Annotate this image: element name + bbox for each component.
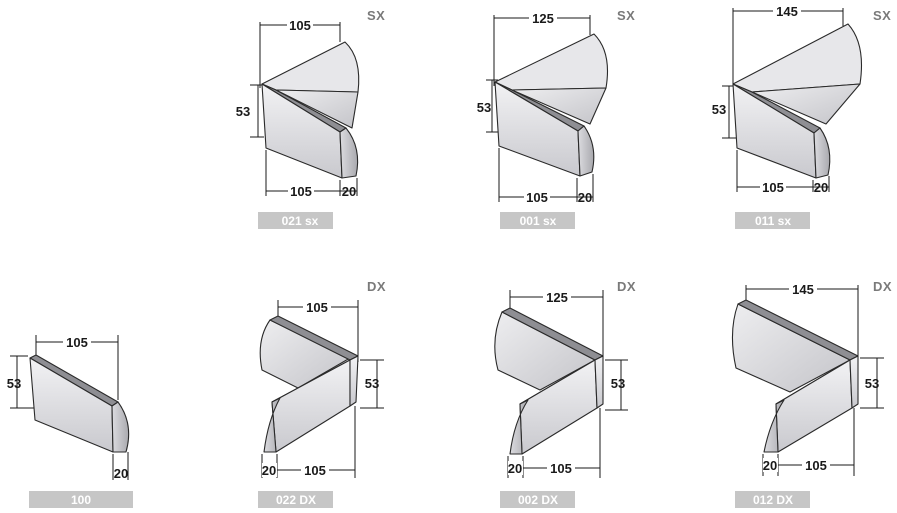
bottom-dimension: 105 — [304, 463, 326, 478]
height-dimension: 53 — [7, 376, 21, 391]
code-label-box — [500, 491, 575, 508]
code-label: 021 sx — [282, 214, 319, 228]
side-label: DX — [367, 279, 386, 294]
bottom-dimension: 105 — [762, 180, 784, 195]
side-label: DX — [873, 279, 892, 294]
bottom-dimension: 105 — [290, 184, 312, 199]
piece-011-sx: SX 145 53 105 20 011 sx — [712, 4, 891, 229]
l-block-shape — [732, 23, 863, 179]
top-dimension: 145 — [776, 4, 798, 19]
top-dimension: 125 — [546, 290, 568, 305]
top-dimension: 125 — [532, 11, 554, 26]
code-label: 012 DX — [753, 493, 793, 507]
side-label: SX — [873, 8, 891, 23]
top-dimension: 105 — [289, 18, 311, 33]
code-label-box — [29, 491, 133, 508]
height-dimension: 53 — [611, 376, 625, 391]
thickness-dimension: 20 — [508, 461, 522, 476]
height-dimension: 53 — [865, 376, 879, 391]
top-dimension: 145 — [792, 282, 814, 297]
height-dimension: 53 — [236, 104, 250, 119]
bottom-dimension: 105 — [550, 461, 572, 476]
top-dimension: 105 — [306, 300, 328, 315]
piece-022-dx: DX 105 53 105 20 022 DX — [258, 279, 386, 508]
straight-block-shape — [29, 354, 130, 453]
code-label-box — [500, 212, 575, 229]
l-block-shape — [731, 299, 859, 453]
height-dimension: 53 — [477, 100, 491, 115]
code-label-box — [258, 212, 333, 229]
code-label: 011 sx — [755, 214, 791, 228]
code-label-box — [735, 491, 810, 508]
l-block-shape — [494, 33, 609, 177]
piece-002-dx: DX 125 53 105 20 002 DX — [494, 279, 636, 508]
code-label-box — [258, 491, 333, 508]
bottom-dimension: 105 — [805, 458, 827, 473]
code-label: 022 DX — [276, 493, 316, 507]
side-label: DX — [617, 279, 636, 294]
thickness-dimension: 20 — [763, 458, 777, 473]
thickness-dimension: 20 — [262, 463, 276, 478]
side-label: SX — [617, 8, 635, 23]
thickness-dimension: 20 — [342, 184, 356, 199]
thickness-dimension: 20 — [114, 466, 128, 481]
bottom-dimension: 105 — [526, 190, 548, 205]
piece-012-dx: DX 145 53 105 20 012 DX — [731, 279, 892, 508]
side-label: SX — [367, 8, 385, 23]
code-label: 002 DX — [518, 493, 558, 507]
thickness-dimension: 20 — [578, 190, 592, 205]
piece-021-sx: SX 105 53 105 20 021 sx — [236, 8, 385, 229]
code-label-box — [735, 212, 810, 229]
piece-100: 105 53 20 100 — [7, 335, 133, 508]
thickness-dimension: 20 — [814, 180, 828, 195]
l-block-shape — [494, 307, 604, 455]
height-dimension: 53 — [365, 376, 379, 391]
code-label: 001 sx — [520, 214, 557, 228]
l-block-shape — [259, 315, 359, 453]
piece-001-sx: SX 125 53 105 20 001 sx — [477, 8, 635, 229]
code-label: 100 — [71, 493, 91, 507]
height-dimension: 53 — [712, 102, 726, 117]
top-dimension: 105 — [66, 335, 88, 350]
l-block-shape — [261, 41, 360, 179]
